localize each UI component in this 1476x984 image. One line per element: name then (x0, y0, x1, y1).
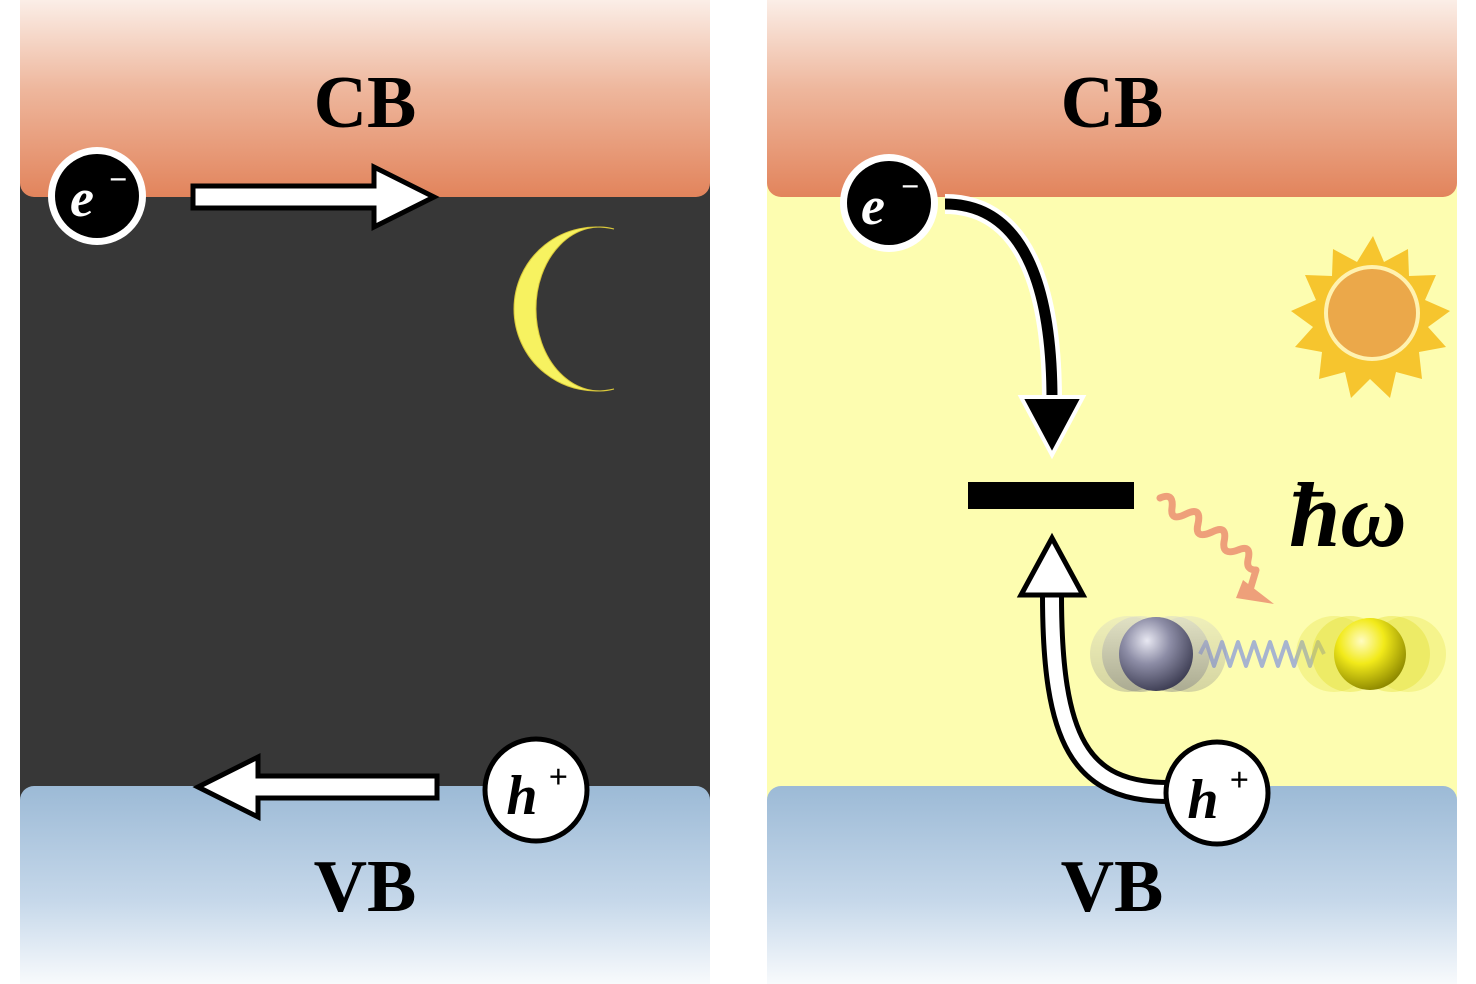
atom-yellow (1334, 618, 1406, 690)
arrow-left-icon (192, 752, 440, 822)
hole-symbol: h (1187, 769, 1218, 831)
valence-band: VB (20, 786, 710, 984)
electron-symbol: e (70, 168, 94, 228)
left-panel-dark: CB VB (20, 0, 710, 984)
vibrating-atoms (1090, 616, 1446, 692)
conduction-band: CB (20, 0, 710, 197)
vb-label: VB (313, 846, 417, 928)
valence-band: VB (767, 786, 1457, 984)
hole-marker: h + (1163, 739, 1271, 847)
capture-arrow-up-icon (1016, 532, 1169, 804)
phonon-energy-label: ħω (1289, 464, 1407, 566)
cb-label: CB (1060, 62, 1164, 144)
moon-icon (513, 226, 615, 392)
cb-label: CB (313, 62, 417, 144)
phonon-wave-icon (1156, 492, 1274, 604)
hole-charge: + (1229, 762, 1248, 799)
electron-charge: − (108, 161, 127, 197)
electron-marker: e − (840, 154, 938, 252)
sun-icon (1291, 236, 1450, 398)
hole-symbol: h (506, 765, 537, 827)
vb-label: VB (1060, 846, 1164, 928)
electron-marker: e − (48, 147, 146, 245)
arrow-right-icon (190, 162, 440, 232)
trap-level (968, 482, 1134, 509)
hole-marker: h + (482, 736, 590, 844)
atom-grey (1119, 617, 1193, 691)
electron-charge: − (900, 168, 919, 204)
hole-charge: + (548, 759, 567, 796)
electron-symbol: e (861, 176, 885, 236)
capture-arrow-down-icon (944, 194, 1087, 460)
